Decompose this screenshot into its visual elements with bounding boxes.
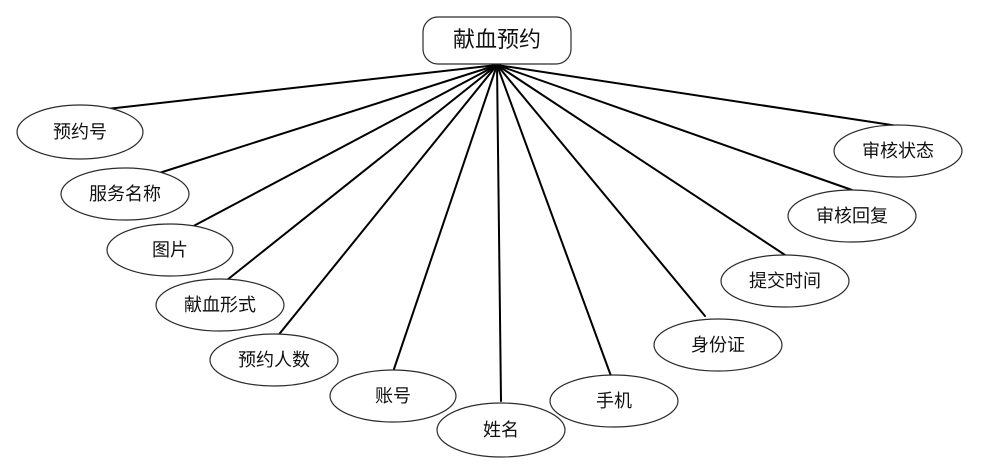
- attribute-phone-ellipse: [549, 374, 679, 428]
- connector-image: [185, 64, 498, 231]
- attribute-name-ellipse: [436, 402, 566, 458]
- connector-submit-time: [496, 64, 786, 256]
- attribute-account-ellipse: [329, 369, 457, 423]
- attribute-review-status: 审核状态: [833, 124, 963, 178]
- attribute-service-name-ellipse: [60, 167, 190, 221]
- connector-id-card: [496, 64, 706, 317]
- attribute-review-status-label: 审核状态: [862, 141, 934, 162]
- connector-donation-form: [221, 64, 498, 285]
- entity-node: 献血预约: [422, 16, 572, 65]
- connector-account: [393, 64, 498, 370]
- attribute-image-ellipse: [106, 223, 234, 277]
- attribute-account-label: 账号: [375, 386, 411, 407]
- entity-box: [422, 16, 572, 65]
- attribute-donation-form-label: 献血形式: [184, 295, 256, 316]
- connector-lines: [79, 64, 899, 402]
- attribute-booking-number-ellipse: [16, 104, 144, 160]
- attribute-review-reply-ellipse: [787, 189, 917, 243]
- attribute-name-label: 姓名: [483, 420, 519, 441]
- connector-review-reply: [496, 64, 853, 191]
- entity-title: 献血预约: [453, 28, 541, 53]
- attribute-booking-count-ellipse: [209, 333, 339, 387]
- attribute-image: 图片: [106, 223, 234, 277]
- attribute-review-reply: 审核回复: [787, 189, 917, 243]
- attribute-booking-number: 预约号: [16, 104, 144, 160]
- attribute-image-label: 图片: [152, 240, 188, 261]
- attribute-booking-count: 预约人数: [209, 333, 339, 387]
- attribute-service-name-label: 服务名称: [89, 184, 161, 205]
- attribute-booking-count-label: 预约人数: [238, 350, 310, 371]
- attribute-submit-time-ellipse: [720, 254, 850, 308]
- attribute-id-card-ellipse: [653, 318, 783, 372]
- attribute-submit-time-label: 提交时间: [749, 271, 821, 292]
- attribute-review-status-ellipse: [833, 124, 963, 178]
- connector-phone: [496, 64, 612, 377]
- connector-review-status: [496, 64, 899, 127]
- attribute-submit-time: 提交时间: [720, 254, 850, 308]
- attribute-review-reply-label: 审核回复: [816, 206, 888, 227]
- attribute-id-card-label: 身份证: [691, 335, 745, 356]
- connector-booking-count: [271, 64, 498, 344]
- attribute-phone-label: 手机: [596, 391, 632, 412]
- attribute-donation-form: 献血形式: [155, 278, 285, 332]
- connector-service-name: [152, 64, 498, 176]
- connector-name: [496, 64, 502, 402]
- connector-booking-number: [79, 64, 498, 113]
- attribute-phone: 手机: [549, 374, 679, 428]
- attribute-name: 姓名: [436, 402, 566, 458]
- attribute-service-name: 服务名称: [60, 167, 190, 221]
- attribute-account: 账号: [329, 369, 457, 423]
- attribute-id-card: 身份证: [653, 318, 783, 372]
- attribute-donation-form-ellipse: [155, 278, 285, 332]
- attribute-booking-number-label: 预约号: [53, 122, 107, 143]
